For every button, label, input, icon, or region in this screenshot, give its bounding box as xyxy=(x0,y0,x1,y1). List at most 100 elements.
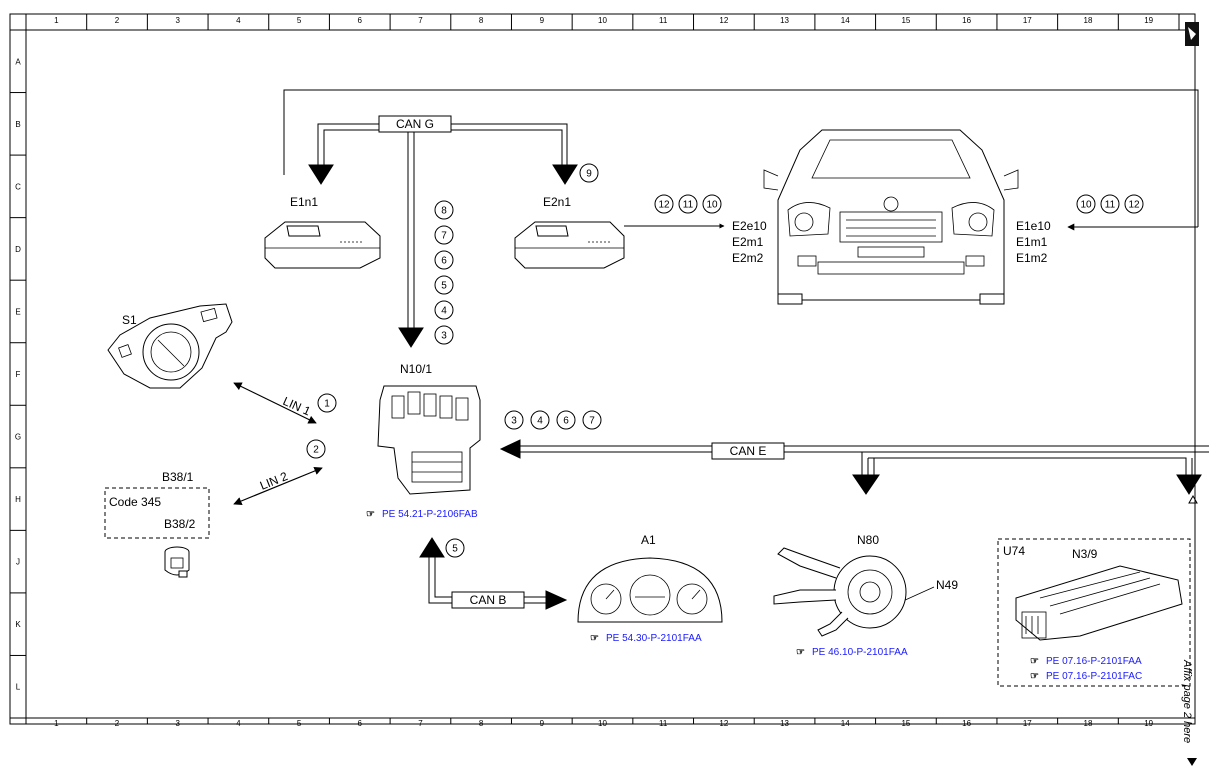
left-headlamp-label-0: E2e10 xyxy=(732,219,767,233)
grid-column-number: 3 xyxy=(175,16,180,25)
svg-text:7: 7 xyxy=(441,231,447,242)
grid-column-number: 18 xyxy=(1084,16,1093,25)
grid-column-number: 11 xyxy=(659,16,668,25)
n10-1-reference-link[interactable]: ☞ PE 54.21-P-2106FAB xyxy=(366,509,478,520)
svg-text:CAN G: CAN G xyxy=(396,117,434,131)
svg-text:PE 54.21-P-2106FAB: PE 54.21-P-2106FAB xyxy=(382,509,478,520)
grid-column-number: 5 xyxy=(297,16,302,25)
circled-number-lin1: 1 xyxy=(317,393,337,413)
grid-column-number: 12 xyxy=(719,16,728,25)
n49-label: N49 xyxy=(936,578,958,592)
grid-column-number: 8 xyxy=(479,719,484,728)
grid-row-letter: J xyxy=(16,558,20,567)
svg-text:5: 5 xyxy=(452,544,458,555)
n3-9-reference-link-a[interactable]: ☞ PE 07.16-P-2101FAA xyxy=(1030,656,1142,667)
grid-column-number: 1 xyxy=(54,16,59,25)
can-b-bus-label: CAN B xyxy=(451,591,525,609)
grid-column-number: 6 xyxy=(358,719,363,728)
svg-text:2: 2 xyxy=(313,445,319,456)
a1-instrument-cluster-image xyxy=(577,557,723,623)
frame xyxy=(9,13,1196,725)
circled-number-right-11: 11 xyxy=(1100,194,1120,214)
n80-reference-link[interactable]: ☞ PE 46.10-P-2101FAA xyxy=(796,647,908,658)
u74-label: U74 xyxy=(1003,544,1025,558)
grid-column-number: 4 xyxy=(236,719,241,728)
circled-number-stack-6: 6 xyxy=(434,250,454,270)
svg-text:3: 3 xyxy=(441,331,447,342)
svg-text:PE 07.16-P-2101FAC: PE 07.16-P-2101FAC xyxy=(1046,671,1142,682)
svg-text:3: 3 xyxy=(511,416,517,427)
grid-column-number: 14 xyxy=(841,719,850,728)
right-headlamp-label-0: E1e10 xyxy=(1016,219,1051,233)
s1-light-switch-image xyxy=(107,303,233,389)
svg-text:PE 07.16-P-2101FAA: PE 07.16-P-2101FAA xyxy=(1046,656,1142,667)
grid-row-letter: F xyxy=(16,370,21,379)
grid-column-number: 5 xyxy=(297,719,302,728)
circled-number-stack-4: 4 xyxy=(434,300,454,320)
circled-number-left-10: 10 xyxy=(702,194,722,214)
b38-dashed-box xyxy=(104,487,210,539)
circled-number-can-e-3: 3 xyxy=(504,410,524,430)
grid-column-number: 12 xyxy=(719,719,728,728)
circled-number-left-12: 12 xyxy=(654,194,674,214)
left-headlamp-label-2: E2m2 xyxy=(732,251,764,265)
can-e-bus-label: CAN E xyxy=(711,442,785,460)
can-g-bus-label: CAN G xyxy=(378,115,452,133)
n10-1-label: N10/1 xyxy=(400,362,432,376)
svg-text:☞: ☞ xyxy=(366,509,375,520)
grid-column-number: 6 xyxy=(358,16,363,25)
grid-column-number: 14 xyxy=(841,16,850,25)
grid-row-letter: L xyxy=(16,683,21,692)
a1-reference-link[interactable]: ☞ PE 54.30-P-2101FAA xyxy=(590,633,702,644)
grid-column-number: 4 xyxy=(236,16,241,25)
right-headlamp-label-2: E1m2 xyxy=(1016,251,1048,265)
svg-text:11: 11 xyxy=(1105,200,1116,211)
svg-text:4: 4 xyxy=(441,306,447,317)
affix-arrow-top xyxy=(1188,494,1198,504)
svg-text:1: 1 xyxy=(324,399,330,410)
svg-text:9: 9 xyxy=(586,169,592,180)
lin1-label: LIN 1 xyxy=(281,394,313,419)
svg-text:4: 4 xyxy=(537,416,543,427)
circled-number-can-e-4: 4 xyxy=(530,410,550,430)
grid-column-number: 17 xyxy=(1023,16,1032,25)
circled-number-right-12: 12 xyxy=(1124,194,1144,214)
svg-text:10: 10 xyxy=(706,200,718,211)
grid-column-number: 9 xyxy=(540,16,545,25)
e2n1-module-image xyxy=(514,221,625,269)
grid-column-number: 3 xyxy=(175,719,180,728)
grid-column-number: 11 xyxy=(659,719,668,728)
circled-number-can-e-7: 7 xyxy=(582,410,602,430)
grid-column-number: 7 xyxy=(418,719,423,728)
left-headlamp-label-1: E2m1 xyxy=(732,235,764,249)
grid-column-number: 17 xyxy=(1023,719,1032,728)
svg-text:12: 12 xyxy=(658,200,670,211)
n3-9-ecu-image xyxy=(1015,565,1183,641)
svg-text:PE 46.10-P-2101FAA: PE 46.10-P-2101FAA xyxy=(812,647,908,658)
svg-text:10: 10 xyxy=(1080,200,1092,211)
n10-1-module-image xyxy=(377,385,481,495)
grid-column-number: 18 xyxy=(1084,719,1093,728)
svg-text:8: 8 xyxy=(441,206,447,217)
grid-column-number: 19 xyxy=(1144,719,1153,728)
svg-text:12: 12 xyxy=(1128,200,1140,211)
n3-9-reference-link-b[interactable]: ☞ PE 07.16-P-2101FAC xyxy=(1030,671,1142,682)
e1n1-module-image xyxy=(264,221,381,269)
circled-number-9: 9 xyxy=(579,163,599,183)
document-corner-icon xyxy=(1185,22,1199,46)
svg-text:☞: ☞ xyxy=(590,633,599,644)
circled-number-stack-7: 7 xyxy=(434,225,454,245)
svg-text:CAN B: CAN B xyxy=(470,593,507,607)
affix-page-note: Affix page 2 here xyxy=(1181,659,1193,743)
n80-label: N80 xyxy=(857,533,879,547)
b38-2-label: B38/2 xyxy=(164,517,196,531)
grid-row-letter: G xyxy=(15,433,21,442)
grid-column-number: 1 xyxy=(54,719,59,728)
lin2-label: LIN 2 xyxy=(258,469,290,493)
svg-text:☞: ☞ xyxy=(796,647,805,658)
grid-column-number: 9 xyxy=(540,719,545,728)
grid-row-letter: H xyxy=(15,495,21,504)
e1n1-label: E1n1 xyxy=(290,195,318,209)
s1-label: S1 xyxy=(122,313,137,327)
